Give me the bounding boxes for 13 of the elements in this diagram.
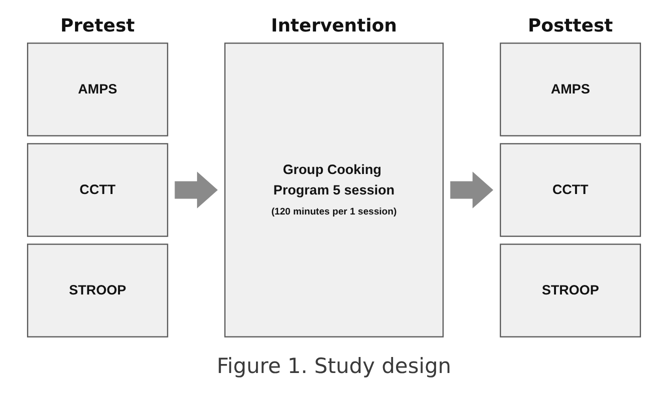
column-heading: Intervention — [271, 16, 397, 38]
node-box: AMPS — [500, 42, 641, 136]
node-box: STROOP — [27, 244, 168, 338]
arrow — [450, 172, 494, 208]
column-heading: Pretest — [60, 16, 135, 38]
node-box: CCTT — [500, 143, 641, 237]
arrow — [174, 172, 218, 208]
node-box: STROOP — [500, 244, 641, 338]
node-box: CCTT — [27, 143, 168, 237]
figure-caption: Figure 1. Study design — [216, 354, 452, 378]
node-box: AMPS — [27, 42, 168, 136]
column-heading: Posttest — [528, 16, 613, 38]
node-box: Group Cooking Program 5 session (120 minutes per 1 session) — [224, 42, 444, 338]
